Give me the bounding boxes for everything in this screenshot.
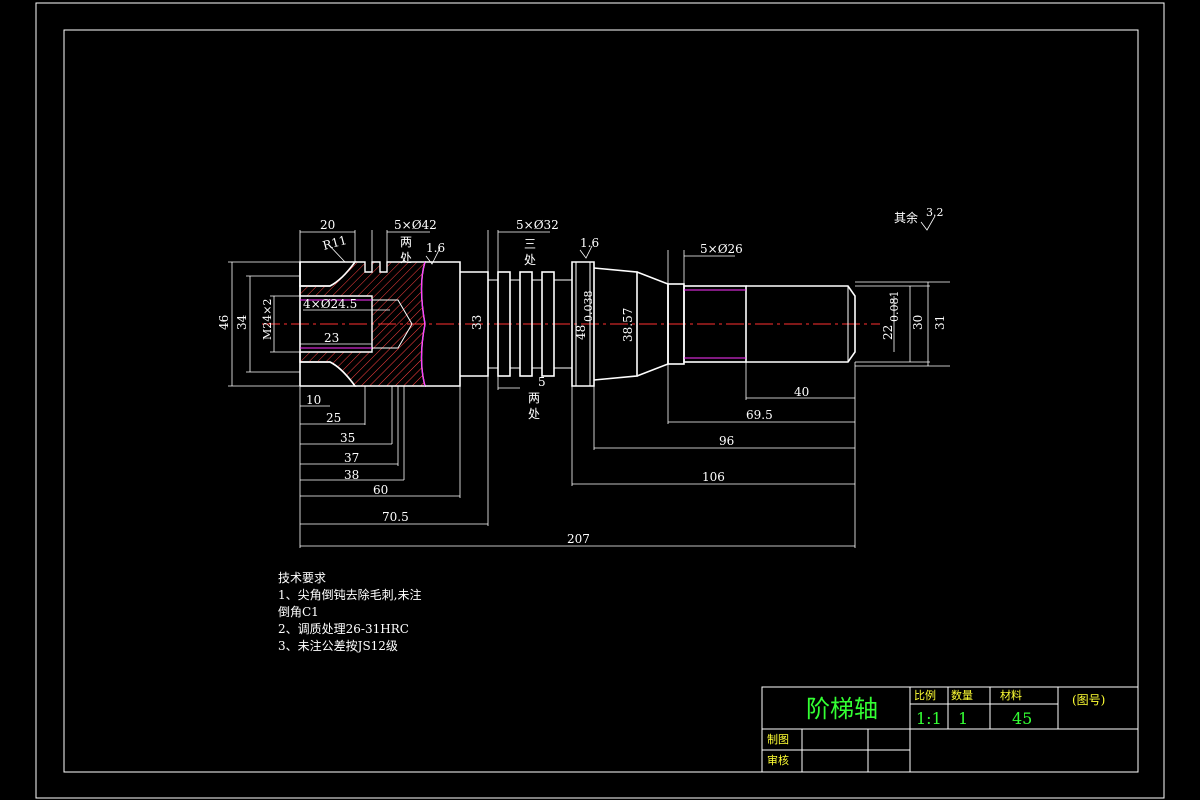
dim-207: 207 (567, 532, 590, 546)
dimension-labels: 20 R11 5×Ø42 两 处 1.6 5×Ø32 三 处 1.6 5×Ø26… (217, 206, 947, 546)
dim-38-57: 38.57 (621, 308, 635, 342)
notes-line-1: 1、尖角倒钝去除毛刺,未注 (278, 587, 421, 602)
dim-31: 31 (933, 315, 947, 330)
dim-33: 33 (470, 315, 484, 330)
dim-groove32: 5×Ø32 (516, 218, 559, 232)
notes-heading: 技术要求 (278, 571, 326, 585)
dim-69-5: 69.5 (746, 408, 773, 422)
dim-25: 25 (326, 411, 341, 425)
surface-rest-value: 3.2 (926, 206, 944, 219)
surface-rest-label: 其余 (894, 210, 918, 225)
inner-border (63, 29, 1139, 773)
dim-23: 23 (324, 331, 339, 345)
dim-bore: 4×Ø24.5 (303, 297, 357, 311)
label-two-places-b: 处 (400, 251, 412, 265)
notes-line-2: 倒角C1 (278, 605, 319, 619)
dim-20: 20 (320, 218, 335, 232)
label-two-places-a: 两 (400, 235, 412, 249)
outer-border (35, 2, 1165, 799)
dim-70-5: 70.5 (382, 510, 409, 524)
dim-96: 96 (719, 434, 734, 448)
technical-notes: 技术要求 1、尖角倒钝去除毛刺,未注 倒角C1 2、调质处理26-31HRC 3… (278, 571, 421, 653)
dimension-lines (228, 215, 950, 548)
label-three-places-b: 处 (524, 253, 536, 267)
quantity-value: 1 (958, 709, 968, 728)
ra-2: 1.6 (580, 236, 599, 250)
ra-1: 1.6 (426, 241, 445, 255)
material-label: 材料 (1000, 688, 1022, 702)
dim-5: 5 (538, 375, 546, 389)
dim-34: 34 (235, 314, 249, 330)
dim-m24: M24×2 (261, 299, 274, 340)
dim-48-tol: 0.038 (582, 291, 595, 323)
dim-r11: R11 (321, 233, 348, 253)
dim-37: 37 (344, 451, 359, 465)
dim-30: 30 (911, 315, 925, 330)
dim-60: 60 (373, 483, 388, 497)
dim-22: 22 (881, 325, 895, 340)
part-name: 阶梯轴 (806, 695, 878, 723)
label-two-b-b: 处 (528, 407, 540, 421)
scale-label: 比例 (914, 688, 936, 702)
dim-38: 38 (344, 468, 359, 482)
notes-line-4: 3、未注公差按JS12级 (278, 638, 398, 653)
dim-48: 48 (574, 325, 588, 340)
notes-line-3: 2、调质处理26-31HRC (278, 622, 409, 636)
dim-groove42: 5×Ø42 (394, 218, 437, 232)
dim-40: 40 (794, 385, 809, 399)
label-two-b-a: 两 (528, 391, 540, 405)
label-three-places-a: 三 (524, 237, 536, 251)
dim-10: 10 (306, 393, 321, 407)
drawing-number: (图号) (1072, 693, 1105, 707)
scale-value: 1:1 (916, 709, 942, 728)
dim-22-tol: 0.081 (888, 291, 901, 323)
dim-106: 106 (702, 470, 725, 484)
dim-groove26: 5×Ø26 (700, 242, 743, 256)
material-value: 45 (1012, 709, 1032, 728)
title-block: 阶梯轴 比例 数量 材料 1:1 1 45 (图号) 制图 审核 (761, 686, 1139, 773)
dim-35: 35 (340, 431, 355, 445)
dim-46: 46 (217, 315, 231, 330)
quantity-label: 数量 (951, 689, 973, 702)
checked-by-label: 审核 (767, 753, 789, 767)
drawn-by-label: 制图 (767, 733, 789, 746)
